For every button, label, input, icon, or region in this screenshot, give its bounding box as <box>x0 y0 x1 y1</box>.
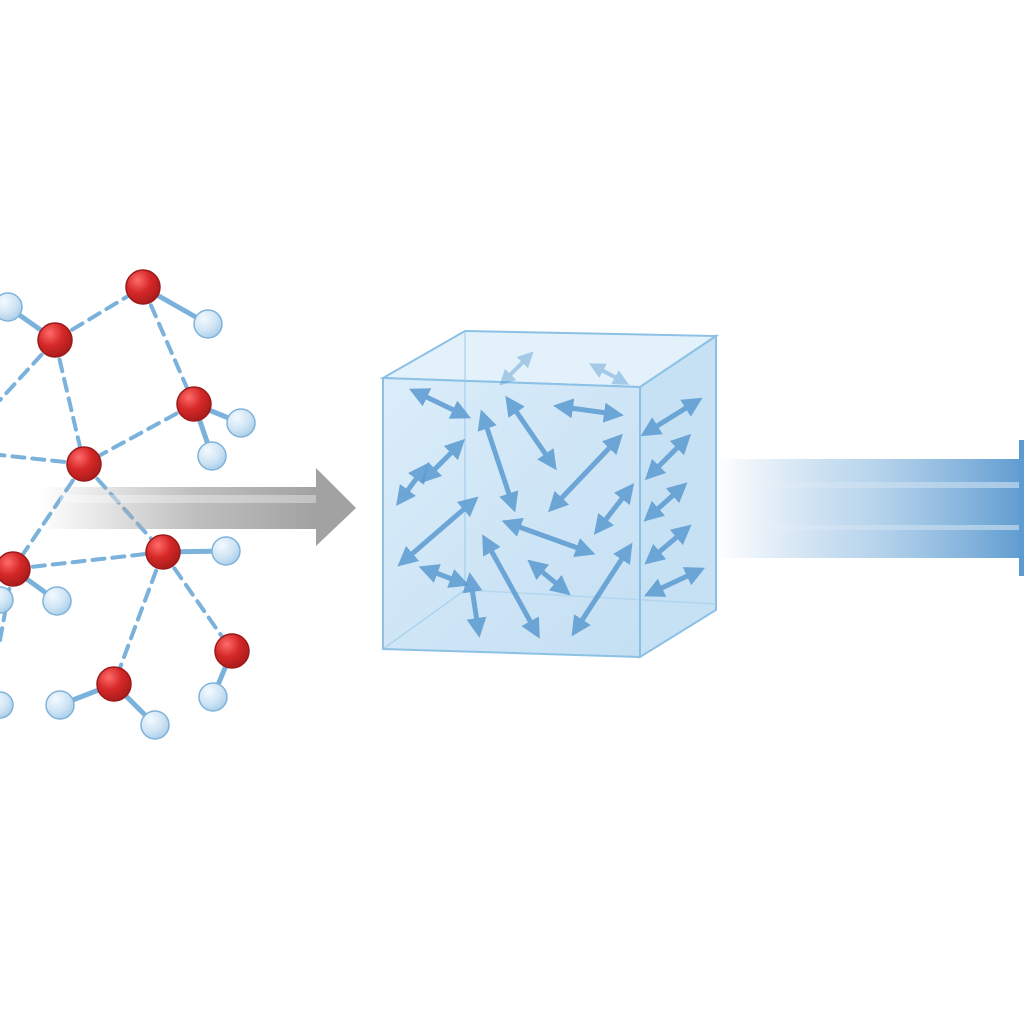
oxygen-atom <box>66 446 102 482</box>
output-beam-edge <box>1019 440 1024 576</box>
motion-arrow <box>462 572 487 638</box>
hydrogen-bond <box>161 550 234 653</box>
hydrogen-bond <box>11 550 165 571</box>
oxygen-atom <box>176 386 212 422</box>
motion-arrow <box>644 433 692 481</box>
hydrogen-bond <box>53 338 86 466</box>
hydrogen-atoms <box>0 292 256 740</box>
hydrogen-atom <box>226 408 256 438</box>
motion-arrow <box>640 397 703 437</box>
hydrogen-bond <box>0 453 86 466</box>
motion-arrow <box>553 398 624 423</box>
output-beam-streak <box>740 525 1024 530</box>
oxygen-atom <box>125 269 161 305</box>
hydrogen-atom <box>211 536 241 566</box>
oxygen-atom <box>145 534 181 570</box>
motion-arrow <box>420 438 466 484</box>
hydrogen-bond <box>112 550 165 686</box>
motion-arrow <box>408 388 472 419</box>
output-beam-streak <box>740 482 1024 488</box>
hydrogen-atom <box>42 586 72 616</box>
transition-arrow-highlight <box>60 495 322 503</box>
hydrogen-atom <box>198 682 228 712</box>
transition-arrow-shaft <box>40 487 322 529</box>
motion-arrow <box>643 567 706 597</box>
hydrogen-atom <box>0 292 23 322</box>
oxygen-atom <box>214 633 250 669</box>
oxygen-atoms <box>0 269 250 702</box>
cube-hidden-edge <box>382 589 466 650</box>
motion-arrow <box>396 462 428 507</box>
motion-arrow <box>588 363 630 385</box>
hydrogen-atom <box>45 690 75 720</box>
hydrogen-atom <box>193 309 223 339</box>
motion-arrow <box>571 542 633 637</box>
transition-arrow-head <box>316 468 356 546</box>
motion-arrow <box>593 483 635 535</box>
hydrogen-bond <box>82 402 196 466</box>
motion-arrow <box>644 524 692 565</box>
hydrogen-atom <box>197 441 227 471</box>
transition-arrow <box>40 468 356 546</box>
hydrogen-atom <box>0 691 14 719</box>
motion-arrow <box>397 496 479 567</box>
output-beam <box>716 440 1024 576</box>
cube-front-face <box>382 376 641 659</box>
motion-arrow <box>527 559 571 596</box>
motion-arrow <box>482 534 540 639</box>
motion-arrow <box>548 433 623 513</box>
hydrogen-bond <box>141 285 196 406</box>
cube-right-face <box>639 334 717 659</box>
output-beam-body <box>716 459 1024 558</box>
oxygen-atom <box>0 551 31 587</box>
hydrogen-atom <box>0 586 14 614</box>
hydrogen-bonds <box>0 285 234 686</box>
cube <box>379 329 720 659</box>
hydrogen-atom <box>140 710 170 740</box>
motion-arrow <box>499 351 534 386</box>
cube-motion-arrows <box>396 351 706 639</box>
motion-arrow <box>477 409 519 513</box>
motion-arrow <box>418 564 470 588</box>
motion-arrow <box>643 482 688 522</box>
oxygen-atom <box>37 322 73 358</box>
oxygen-atom <box>96 666 132 702</box>
